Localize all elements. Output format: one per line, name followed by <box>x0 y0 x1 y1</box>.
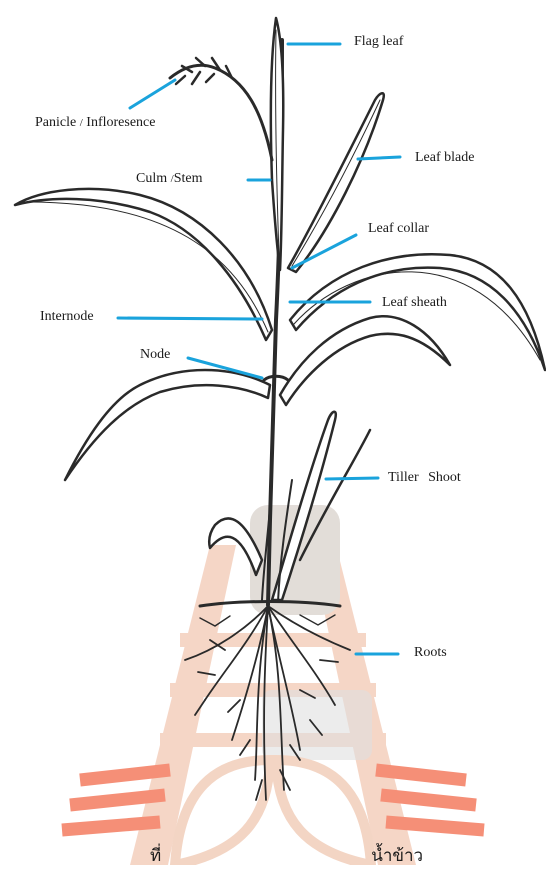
label-node-text: Node <box>140 347 170 362</box>
label-panicle: Panicle / Infloresence <box>35 115 155 131</box>
university-emblem-watermark <box>62 505 484 865</box>
label-internode-text: Internode <box>40 309 94 324</box>
label-culm: Culm /Stem <box>136 171 202 187</box>
label-leaf-blade-text: Leaf blade <box>415 150 474 165</box>
label-leaf-collar-text: Leaf collar <box>368 221 429 236</box>
label-leaf-sheath: Leaf sheath <box>382 295 447 311</box>
label-panicle-text: Panicle <box>35 115 76 130</box>
leader-internode <box>118 318 262 319</box>
label-tiller-shoot: Tiller Shoot <box>388 470 461 486</box>
label-roots: Roots <box>414 645 447 661</box>
label-panicle-sep: / <box>80 117 83 129</box>
label-tiller-text: Tiller Shoot <box>388 470 461 485</box>
label-flag-leaf-text: Flag leaf <box>354 34 403 49</box>
caption-right-fragment: น้ำข้าว <box>371 846 423 865</box>
label-internode: Internode <box>40 309 94 325</box>
leader-tiller <box>326 478 378 479</box>
leader-panicle <box>130 80 175 108</box>
label-culm-text: Culm <box>136 171 167 186</box>
label-roots-text: Roots <box>414 645 447 660</box>
label-culm-alt: Stem <box>174 171 203 186</box>
flag-leaf <box>271 18 283 270</box>
panicle <box>170 65 272 160</box>
label-leaf-collar: Leaf collar <box>368 221 429 237</box>
label-leaf-sheath-text: Leaf sheath <box>382 295 447 310</box>
label-node: Node <box>140 347 170 363</box>
label-flag-leaf: Flag leaf <box>354 34 403 50</box>
caption-left-fragment: ที่ <box>150 846 161 865</box>
label-panicle-alt: Infloresence <box>86 115 155 130</box>
leaf-right-lower <box>280 316 450 405</box>
label-leaf-blade: Leaf blade <box>415 150 474 166</box>
leaf-left-lower <box>65 370 270 480</box>
leader-leaf-blade <box>358 157 400 159</box>
